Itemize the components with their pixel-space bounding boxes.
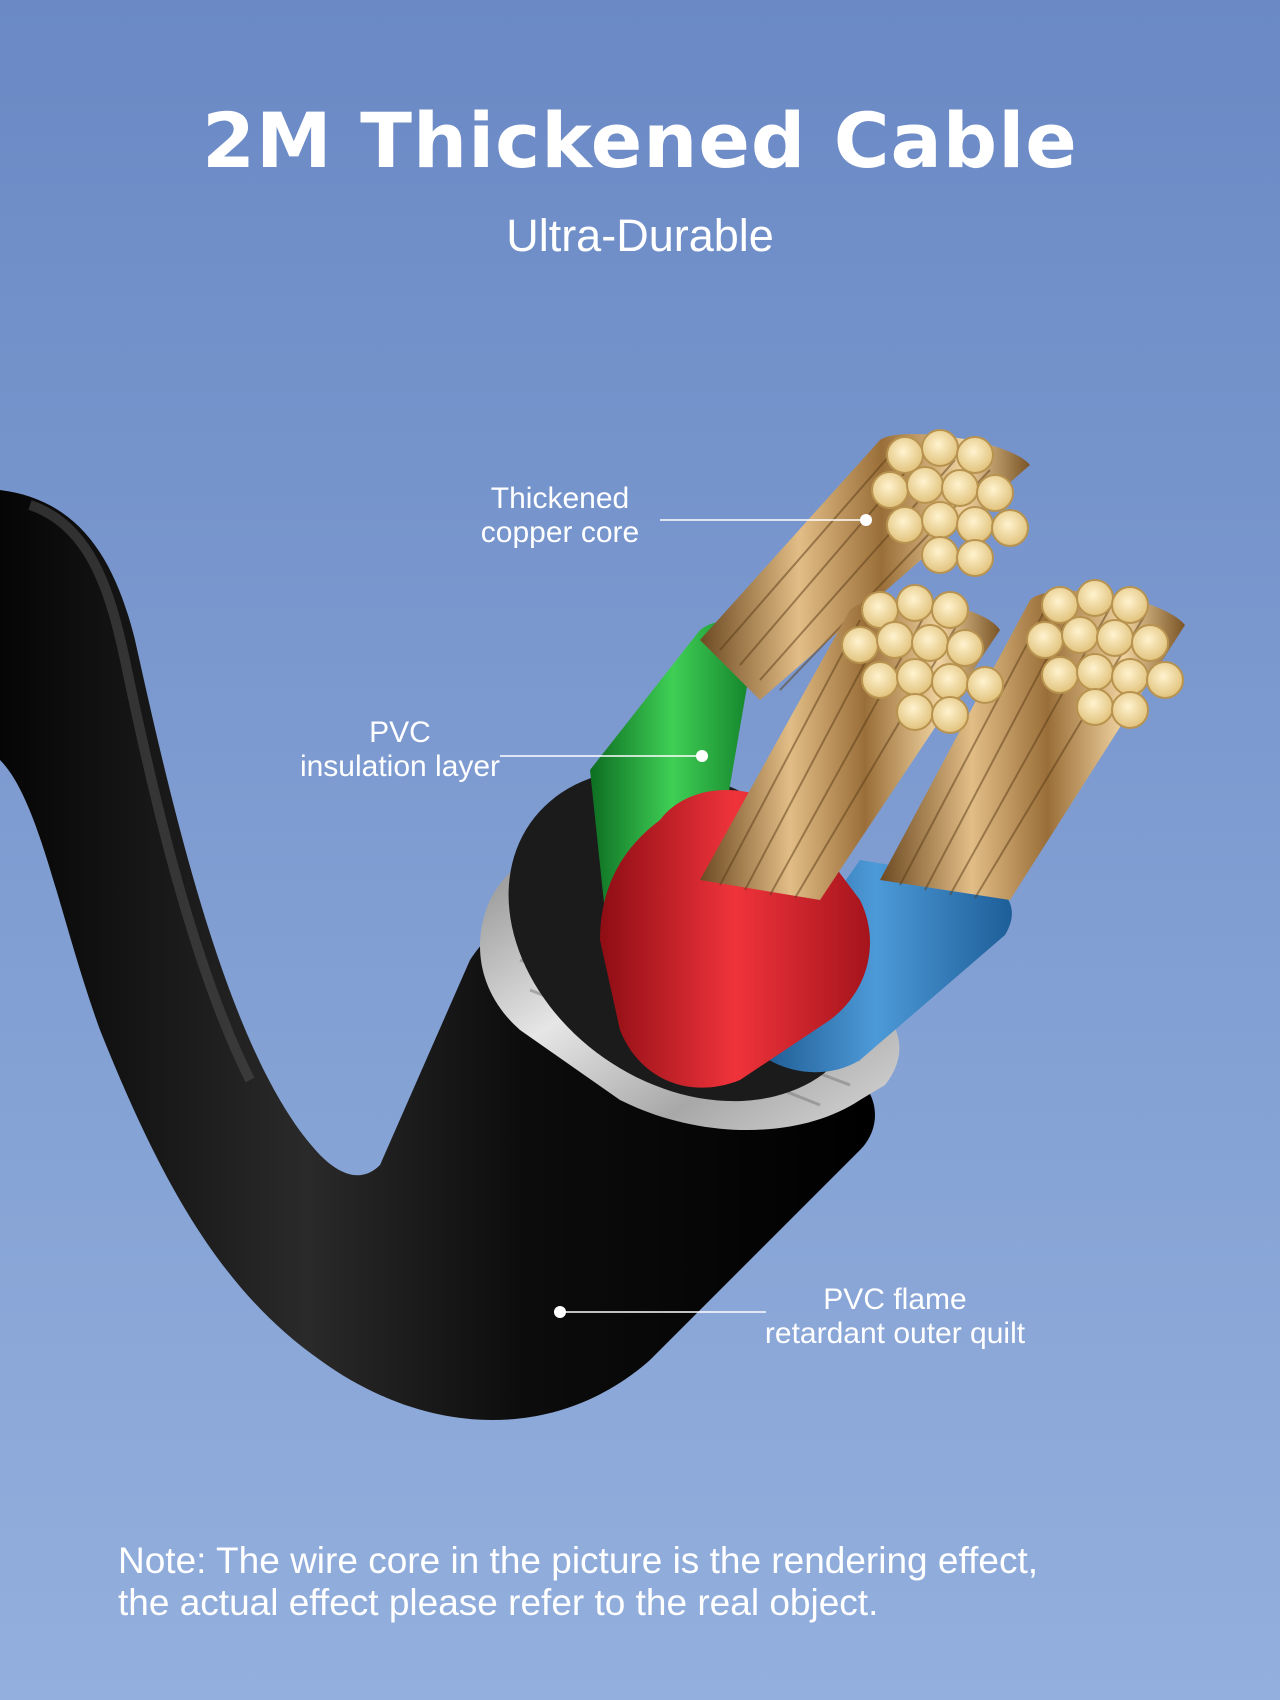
callout-copper-line2: copper core [480,516,640,549]
strand-ends-right [1026,579,1184,729]
note-line2: the actual effect please refer to the re… [118,1582,879,1623]
callout-copper-line1: Thickened [490,482,630,515]
callout-dot-pvc [696,750,708,762]
note-line1: Note: The wire core in the picture is th… [118,1540,1039,1581]
callout-dot-copper [860,514,872,526]
callout-pvc-insulation: PVC insulation layer [270,716,530,784]
page-title: 2M Thickened Cable [202,96,1078,185]
page-subtitle: Ultra-Durable [506,210,774,261]
callout-pvc-line2: insulation layer [299,750,501,783]
disclaimer-note: Note: The wire core in the picture is th… [118,1540,1218,1624]
callout-copper-core: Thickened copper core [440,482,680,550]
strand-ends-top [871,429,1029,577]
strand-ends-middle [841,584,1004,734]
callout-outer-line1: PVC flame [823,1283,967,1316]
cable-jacket [0,490,875,1420]
callout-outer-quilt: PVC flame retardant outer quilt [730,1283,1060,1351]
callout-outer-line2: retardant outer quilt [764,1317,1026,1350]
callout-pvc-line1: PVC [369,716,431,749]
callout-dot-outer [554,1306,566,1318]
